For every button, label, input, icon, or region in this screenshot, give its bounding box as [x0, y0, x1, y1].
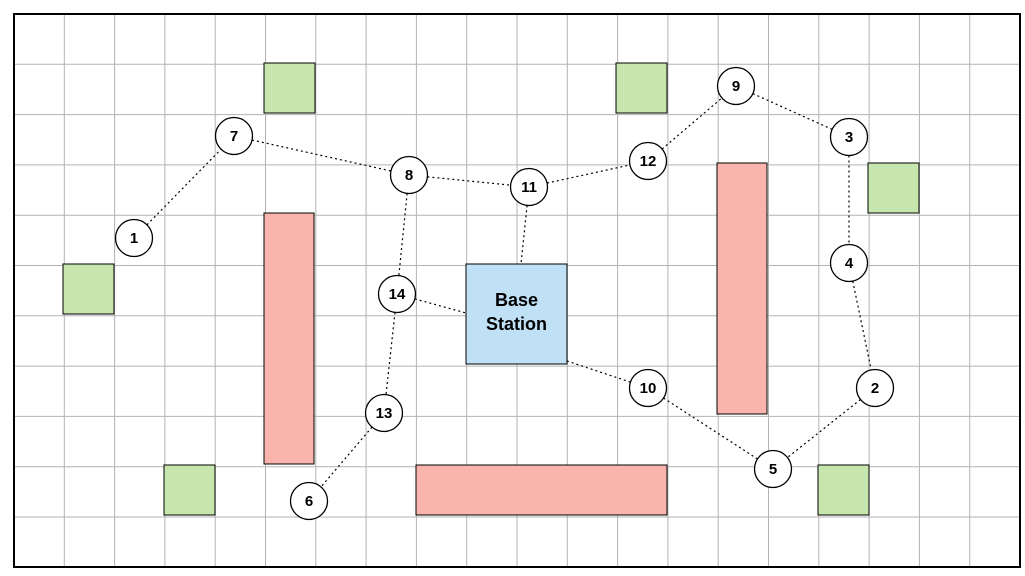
link-14-13 — [385, 312, 396, 395]
link-9-3 — [752, 93, 833, 130]
node-1: 1 — [114, 218, 154, 258]
link-11-base — [520, 205, 528, 265]
node-circle — [509, 167, 549, 207]
node-circle — [289, 481, 329, 521]
target-square — [817, 464, 870, 516]
node-circle — [628, 368, 668, 408]
link-2-5 — [787, 399, 861, 458]
link-4-2 — [852, 280, 872, 371]
node-label: 6 — [305, 493, 313, 510]
node-circle — [389, 155, 429, 195]
node-label: 9 — [732, 78, 740, 95]
node-6: 6 — [289, 481, 329, 521]
node-10: 10 — [628, 368, 668, 408]
node-label: 1 — [130, 230, 138, 247]
node-circle — [855, 368, 895, 408]
node-label: 5 — [769, 461, 777, 478]
node-9: 9 — [716, 66, 756, 106]
node-label: 7 — [230, 128, 238, 145]
node-label: 2 — [871, 380, 879, 397]
obstacle-block — [263, 212, 315, 465]
node-4: 4 — [829, 243, 869, 283]
node-5: 5 — [753, 449, 793, 489]
node-11: 11 — [509, 167, 549, 207]
link-8-11 — [427, 176, 511, 186]
node-label: 13 — [376, 405, 393, 422]
link-11-12 — [546, 164, 631, 184]
link-14-base — [414, 298, 467, 314]
base-station-label-line1: Base — [495, 290, 538, 310]
base-station: Base Station — [465, 263, 568, 365]
node-12: 12 — [628, 141, 668, 181]
node-label: 10 — [640, 380, 657, 397]
node-label: 12 — [640, 153, 657, 170]
node-13: 13 — [364, 393, 404, 433]
link-8-14 — [398, 193, 408, 276]
node-circle — [364, 393, 404, 433]
node-circle — [753, 449, 793, 489]
base-station-label-line2: Station — [486, 314, 547, 334]
node-circle — [214, 116, 254, 156]
node-label: 3 — [845, 129, 853, 146]
target-square — [615, 62, 668, 114]
target-square — [263, 62, 316, 114]
node-label: 4 — [845, 255, 854, 272]
target-square — [163, 464, 216, 516]
link-1-7 — [146, 148, 222, 226]
link-13-6 — [320, 426, 373, 488]
node-8: 8 — [389, 155, 429, 195]
node-7: 7 — [214, 116, 254, 156]
node-14: 14 — [377, 274, 417, 314]
node-label: 14 — [389, 286, 406, 303]
node-circle — [628, 141, 668, 181]
obstacles-layer — [263, 162, 768, 516]
obstacle-block — [716, 162, 768, 415]
targets-layer — [62, 62, 920, 516]
target-square — [62, 263, 115, 315]
obstacle-block — [415, 464, 668, 516]
base-station-box — [465, 263, 568, 365]
node-2: 2 — [855, 368, 895, 408]
node-circle — [114, 218, 154, 258]
node-label: 8 — [405, 167, 413, 184]
node-label: 11 — [521, 179, 537, 196]
node-circle — [829, 243, 869, 283]
link-5-10 — [663, 397, 758, 460]
node-circle — [377, 274, 417, 314]
link-10-base — [566, 360, 631, 383]
target-square — [867, 162, 920, 214]
node-3: 3 — [829, 117, 869, 157]
link-12-9 — [661, 97, 723, 150]
frame-border — [13, 13, 1021, 568]
links-layer — [146, 93, 872, 488]
node-circle — [829, 117, 869, 157]
link-7-8 — [251, 139, 392, 172]
node-circle — [716, 66, 756, 106]
